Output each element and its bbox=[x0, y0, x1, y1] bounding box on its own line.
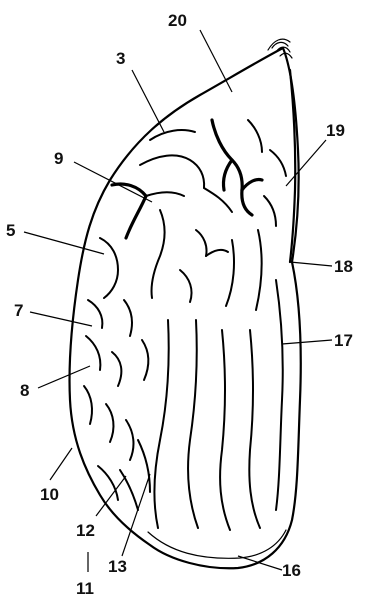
callout-3: 3 bbox=[116, 49, 125, 68]
callout-20: 20 bbox=[168, 11, 187, 30]
leader-18 bbox=[290, 262, 332, 266]
callout-13: 13 bbox=[108, 557, 127, 576]
callout-17: 17 bbox=[334, 331, 353, 350]
callout-7: 7 bbox=[14, 301, 23, 320]
leader-8 bbox=[38, 366, 90, 388]
leader-3 bbox=[132, 70, 164, 132]
callout-12: 12 bbox=[76, 521, 95, 540]
leader-17 bbox=[282, 340, 332, 344]
leader-5 bbox=[24, 232, 104, 254]
callout-16: 16 bbox=[282, 561, 301, 580]
leader-20 bbox=[200, 30, 232, 92]
callout-5: 5 bbox=[6, 221, 15, 240]
leader-7 bbox=[30, 312, 92, 326]
sulci bbox=[84, 120, 286, 530]
callout-10: 10 bbox=[40, 485, 59, 504]
callout-19: 19 bbox=[326, 121, 345, 140]
leader-13 bbox=[122, 474, 150, 556]
leader-10 bbox=[50, 448, 72, 480]
callout-18: 18 bbox=[334, 257, 353, 276]
leader-19 bbox=[286, 140, 326, 186]
callout-11: 11 bbox=[76, 579, 94, 598]
leader-lines bbox=[24, 30, 332, 572]
brain-outline bbox=[69, 39, 300, 568]
leader-9 bbox=[74, 162, 152, 202]
callout-9: 9 bbox=[54, 149, 63, 168]
callout-8: 8 bbox=[20, 381, 29, 400]
callout-labels: 20 3 19 9 5 18 7 17 8 10 12 13 16 11 bbox=[6, 11, 353, 598]
